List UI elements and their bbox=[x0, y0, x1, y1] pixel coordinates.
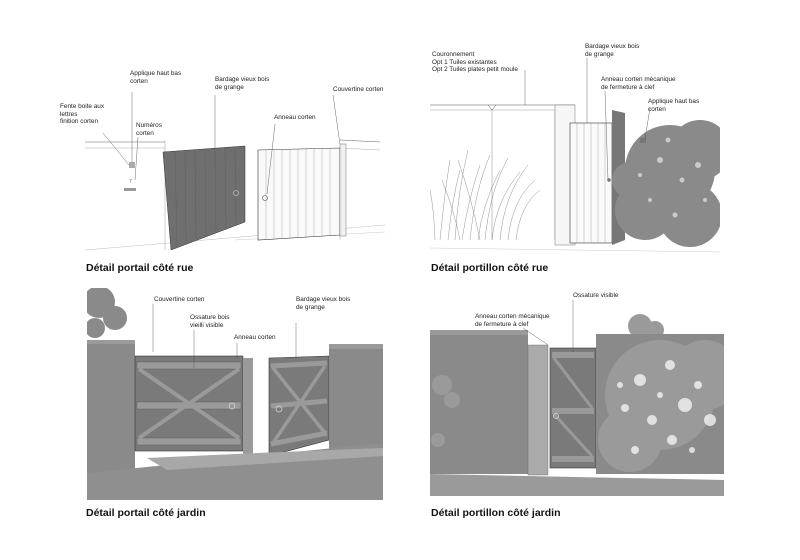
label-bardage: Bardage vieux bois de grange bbox=[215, 76, 270, 91]
label-ossature: Ossature bois vieilli visible bbox=[190, 314, 230, 329]
label-anneau: Anneau corten bbox=[234, 334, 276, 341]
label-fente-boite-lettres: Fente boite aux lettres finition corten bbox=[60, 103, 105, 126]
label-couvertine: Couvertine corten bbox=[333, 86, 384, 93]
label-anneau: Anneau corten bbox=[274, 114, 316, 121]
foliage-top-left bbox=[87, 288, 127, 338]
gate-leaf-light bbox=[257, 147, 341, 241]
letterbox-slot bbox=[124, 188, 136, 191]
drawing-portillon-jardin bbox=[430, 300, 724, 496]
wall-left bbox=[87, 343, 135, 473]
svg-text:7: 7 bbox=[129, 179, 132, 185]
label-bardage: Bardage vieux bois de grange bbox=[296, 296, 351, 311]
caption-portillon-rue: Détail portillon côté rue bbox=[431, 262, 549, 274]
gate-leaf-dark bbox=[162, 145, 246, 251]
caption-portail-jardin: Détail portail côté jardin bbox=[86, 507, 206, 519]
drawing-portillon-rue bbox=[430, 58, 720, 253]
caption-portillon-jardin: Détail portillon côté jardin bbox=[431, 507, 561, 519]
label-couronnement: Couronnement Opt 1 Tuiles existantes Opt… bbox=[432, 51, 518, 74]
drawing-portail-jardin bbox=[87, 288, 383, 500]
wall-left bbox=[430, 334, 528, 474]
label-couvertine: Couvertine corten bbox=[154, 296, 205, 303]
label-applique: Applique haut bas corten bbox=[130, 70, 182, 85]
label-ossature: Ossature visible bbox=[573, 292, 619, 299]
tree-right bbox=[612, 120, 720, 247]
panel-portillon-jardin bbox=[430, 290, 724, 496]
panel-portail-rue: 7 bbox=[85, 40, 385, 255]
label-numeros: Numéros corten bbox=[136, 122, 162, 137]
wall-right bbox=[329, 348, 383, 458]
drawing-portail-rue: 7 bbox=[85, 92, 385, 251]
label-anneau-mecanique: Anneau corten mécanique de fermeture à c… bbox=[601, 76, 676, 91]
grasses bbox=[430, 149, 541, 241]
label-applique: Applique haut bas corten bbox=[648, 98, 700, 113]
label-anneau-mecanique: Anneau corten mécanique de fermeture à c… bbox=[475, 313, 550, 328]
caption-portail-rue: Détail portail côté rue bbox=[86, 262, 194, 274]
panel-portillon-rue bbox=[430, 40, 720, 255]
label-bardage: Bardage vieux bois de grange bbox=[585, 43, 640, 58]
panel-portail-jardin bbox=[87, 288, 383, 500]
